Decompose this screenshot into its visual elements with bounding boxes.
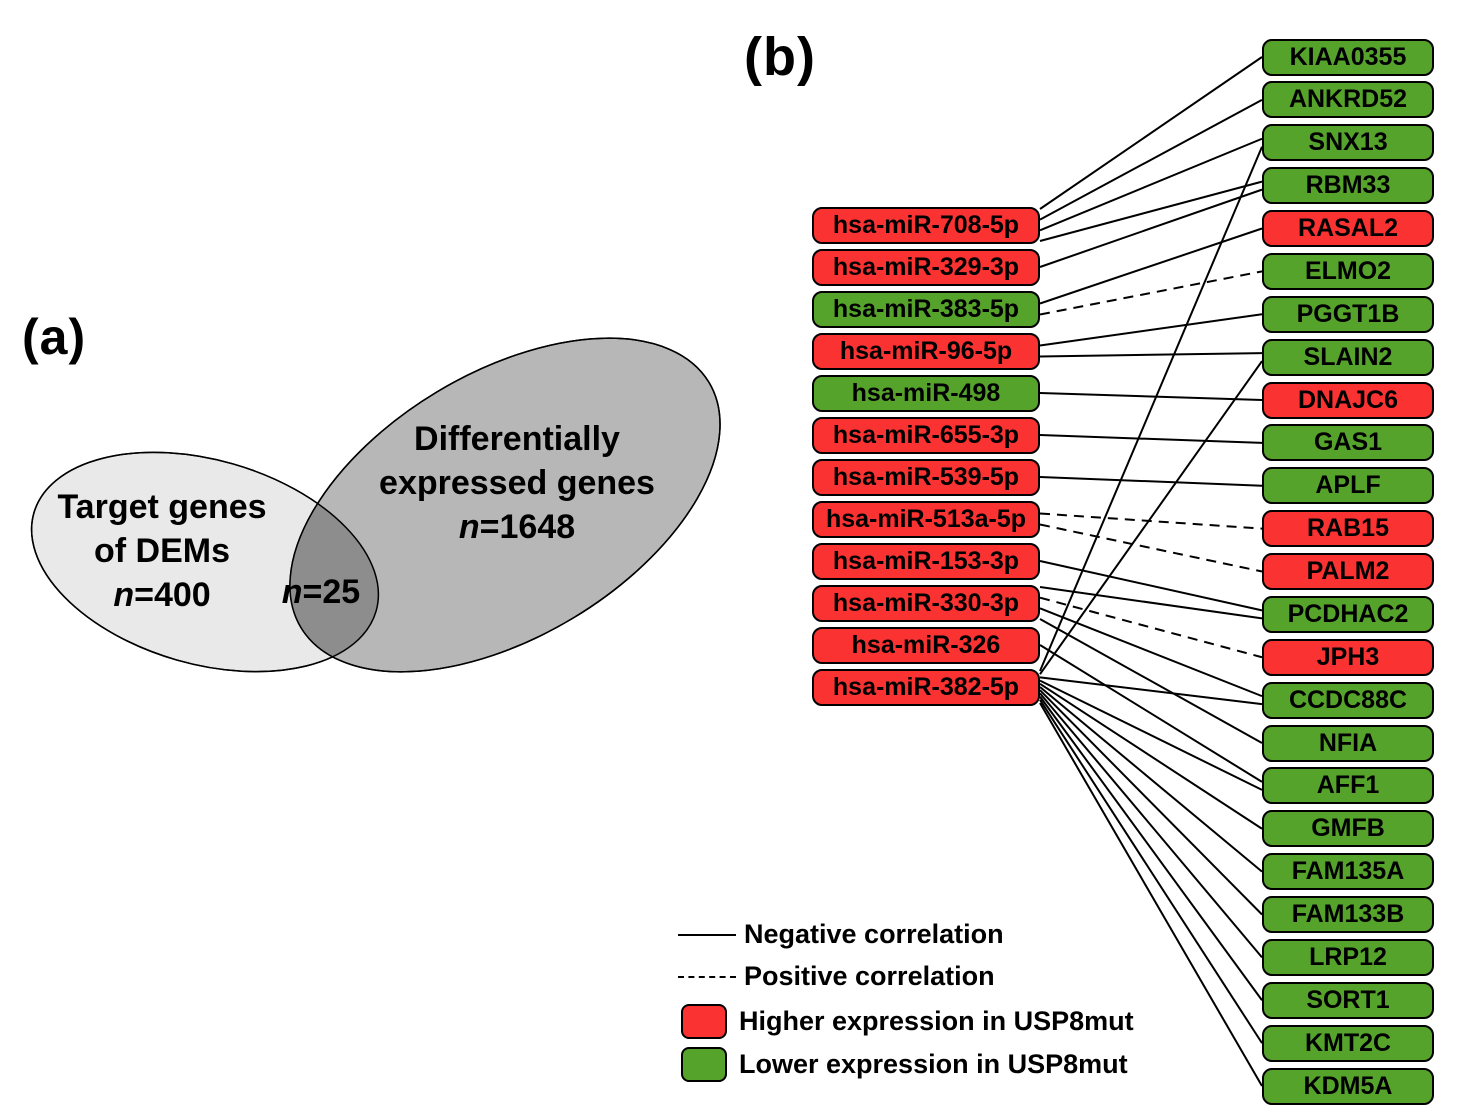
negative-correlation-line-hsa-miR-383-5p-RASAL2 xyxy=(1039,227,1263,305)
lower-expression-label: Lower expression in USP8mut xyxy=(739,1049,1128,1079)
negative-correlation-line-hsa-miR-655-3p-GAS1 xyxy=(1039,434,1263,444)
negative-correlation-line-hsa-miR-382-5p-LRP12 xyxy=(1039,692,1263,959)
negative-correlation-line-hsa-miR-382-5p-SLAIN2 xyxy=(1039,360,1263,675)
venn-right-title-line1: Differentially xyxy=(414,420,620,458)
negative-correlation-line-hsa-miR-330-3p-PCDHAC2 xyxy=(1039,586,1263,620)
venn-right-count: n=1648 xyxy=(459,508,575,546)
gene-node-AFF1: AFF1 xyxy=(1262,767,1434,805)
venn-right-title-line2: expressed genes xyxy=(379,464,655,502)
mirna-node-hsa-miR-498: hsa-miR-498 xyxy=(812,374,1040,412)
positive-correlation-line-hsa-miR-330-3p-JPH3 xyxy=(1039,596,1263,659)
positive-correlation-label: Positive correlation xyxy=(744,961,995,991)
negative-correlation-line-hsa-miR-708-5p-SNX13 xyxy=(1039,137,1263,232)
gene-node-KMT2C: KMT2C xyxy=(1262,1024,1434,1062)
gene-node-SLAIN2: SLAIN2 xyxy=(1262,338,1434,376)
negative-correlation-line-hsa-miR-382-5p-KDM5A xyxy=(1039,702,1263,1087)
gene-node-SORT1: SORT1 xyxy=(1262,981,1434,1019)
gene-node-GAS1: GAS1 xyxy=(1262,424,1434,462)
gene-node-NFIA: NFIA xyxy=(1262,724,1434,762)
gene-node-KIAA0355: KIAA0355 xyxy=(1262,38,1434,76)
higher-expression-label: Higher expression in USP8mut xyxy=(739,1006,1134,1036)
higher-expression-swatch xyxy=(681,1004,727,1039)
positive-correlation-line-hsa-miR-513a-5p-RAB15 xyxy=(1039,512,1263,530)
venn-left-count: n=400 xyxy=(113,576,210,614)
mirna-node-hsa-miR-539-5p: hsa-miR-539-5p xyxy=(812,458,1040,496)
negative-correlation-line-hsa-miR-329-3p-RBM33 xyxy=(1039,188,1263,268)
negative-line-sample xyxy=(678,933,736,936)
negative-correlation-line-hsa-miR-96-5p-PGGT1B xyxy=(1039,313,1263,347)
negative-correlation-line-hsa-miR-382-5p-KMT2C xyxy=(1039,699,1263,1044)
venn-left-title-line2: of DEMs xyxy=(94,532,230,570)
mirna-node-hsa-miR-708-5p: hsa-miR-708-5p xyxy=(812,206,1040,244)
negative-correlation-line-hsa-miR-330-3p-NFIA xyxy=(1039,618,1263,744)
negative-correlation-line-hsa-miR-382-5p-GMFB xyxy=(1039,682,1263,830)
gene-node-APLF: APLF xyxy=(1262,467,1434,505)
negative-correlation-line-hsa-miR-382-5p-FAM135A xyxy=(1039,686,1263,873)
negative-correlation-line-hsa-miR-153-3p-PCDHAC2 xyxy=(1039,560,1263,612)
negative-correlation-line-hsa-miR-96-5p-SLAIN2 xyxy=(1039,352,1263,358)
gene-node-JPH3: JPH3 xyxy=(1262,638,1434,676)
mirna-node-hsa-miR-96-5p: hsa-miR-96-5p xyxy=(812,332,1040,370)
venn-overlap-count: n=25 xyxy=(282,573,360,611)
negative-correlation-line-hsa-miR-382-5p-CCDC88C xyxy=(1039,676,1263,706)
gene-node-GMFB: GMFB xyxy=(1262,810,1434,848)
gene-node-LRP12: LRP12 xyxy=(1262,938,1434,976)
negative-correlation-line-hsa-miR-382-5p-AFF1 xyxy=(1039,679,1263,791)
negative-correlation-line-hsa-miR-382-5p-SNX13 xyxy=(1039,146,1263,672)
negative-correlation-line-hsa-miR-708-5p-KIAA0355 xyxy=(1039,56,1263,210)
negative-correlation-line-hsa-miR-382-5p-SORT1 xyxy=(1039,696,1263,1001)
negative-correlation-line-hsa-miR-330-3p-CCDC88C xyxy=(1039,607,1263,698)
mirna-node-hsa-miR-382-5p: hsa-miR-382-5p xyxy=(812,668,1040,706)
positive-correlation-line-hsa-miR-383-5p-ELMO2 xyxy=(1039,270,1263,316)
mirna-node-hsa-miR-513a-5p: hsa-miR-513a-5p xyxy=(812,500,1040,538)
panel-a-label: (a) xyxy=(22,309,87,365)
negative-correlation-label: Negative correlation xyxy=(744,919,1004,949)
gene-node-FAM135A: FAM135A xyxy=(1262,853,1434,891)
venn-right-outline xyxy=(289,337,721,673)
gene-node-PCDHAC2: PCDHAC2 xyxy=(1262,595,1434,633)
mirna-node-hsa-miR-655-3p: hsa-miR-655-3p xyxy=(812,416,1040,454)
venn-left-title-line1: Target genes xyxy=(57,488,266,526)
panel-b-label: (b) xyxy=(744,27,816,87)
mirna-node-hsa-miR-153-3p: hsa-miR-153-3p xyxy=(812,542,1040,580)
negative-correlation-line-hsa-miR-326-AFF1 xyxy=(1039,644,1263,783)
mirna-node-hsa-miR-326: hsa-miR-326 xyxy=(812,626,1040,664)
mirna-node-hsa-miR-383-5p: hsa-miR-383-5p xyxy=(812,290,1040,328)
negative-correlation-line-hsa-miR-382-5p-FAM133B xyxy=(1039,689,1263,916)
negative-correlation-line-hsa-miR-498-DNAJC6 xyxy=(1039,392,1263,401)
gene-node-CCDC88C: CCDC88C xyxy=(1262,681,1434,719)
gene-node-DNAJC6: DNAJC6 xyxy=(1262,381,1434,419)
venn-left-outline xyxy=(30,451,380,673)
gene-node-KDM5A: KDM5A xyxy=(1262,1067,1434,1105)
mirna-node-hsa-miR-330-3p: hsa-miR-330-3p xyxy=(812,584,1040,622)
gene-node-ANKRD52: ANKRD52 xyxy=(1262,81,1434,119)
negative-correlation-line-hsa-miR-708-5p-ANKRD52 xyxy=(1039,98,1263,221)
lower-expression-swatch xyxy=(681,1047,727,1082)
gene-node-RBM33: RBM33 xyxy=(1262,167,1434,205)
gene-node-FAM133B: FAM133B xyxy=(1262,896,1434,933)
gene-node-ELMO2: ELMO2 xyxy=(1262,252,1434,290)
negative-correlation-line-hsa-miR-708-5p-RBM33 xyxy=(1039,180,1263,242)
venn-diagram: Differentially expressed genes n=1648 Ta… xyxy=(30,337,721,673)
positive-correlation-line-hsa-miR-513a-5p-PALM2 xyxy=(1039,523,1263,573)
gene-node-SNX13: SNX13 xyxy=(1262,124,1434,162)
gene-node-PALM2: PALM2 xyxy=(1262,553,1434,590)
gene-node-PGGT1B: PGGT1B xyxy=(1262,295,1434,333)
negative-correlation-line-hsa-miR-539-5p-APLF xyxy=(1039,476,1263,487)
gene-node-RAB15: RAB15 xyxy=(1262,510,1434,548)
mirna-node-hsa-miR-329-3p: hsa-miR-329-3p xyxy=(812,248,1040,286)
gene-node-RASAL2: RASAL2 xyxy=(1262,210,1434,247)
positive-line-sample xyxy=(678,975,736,978)
